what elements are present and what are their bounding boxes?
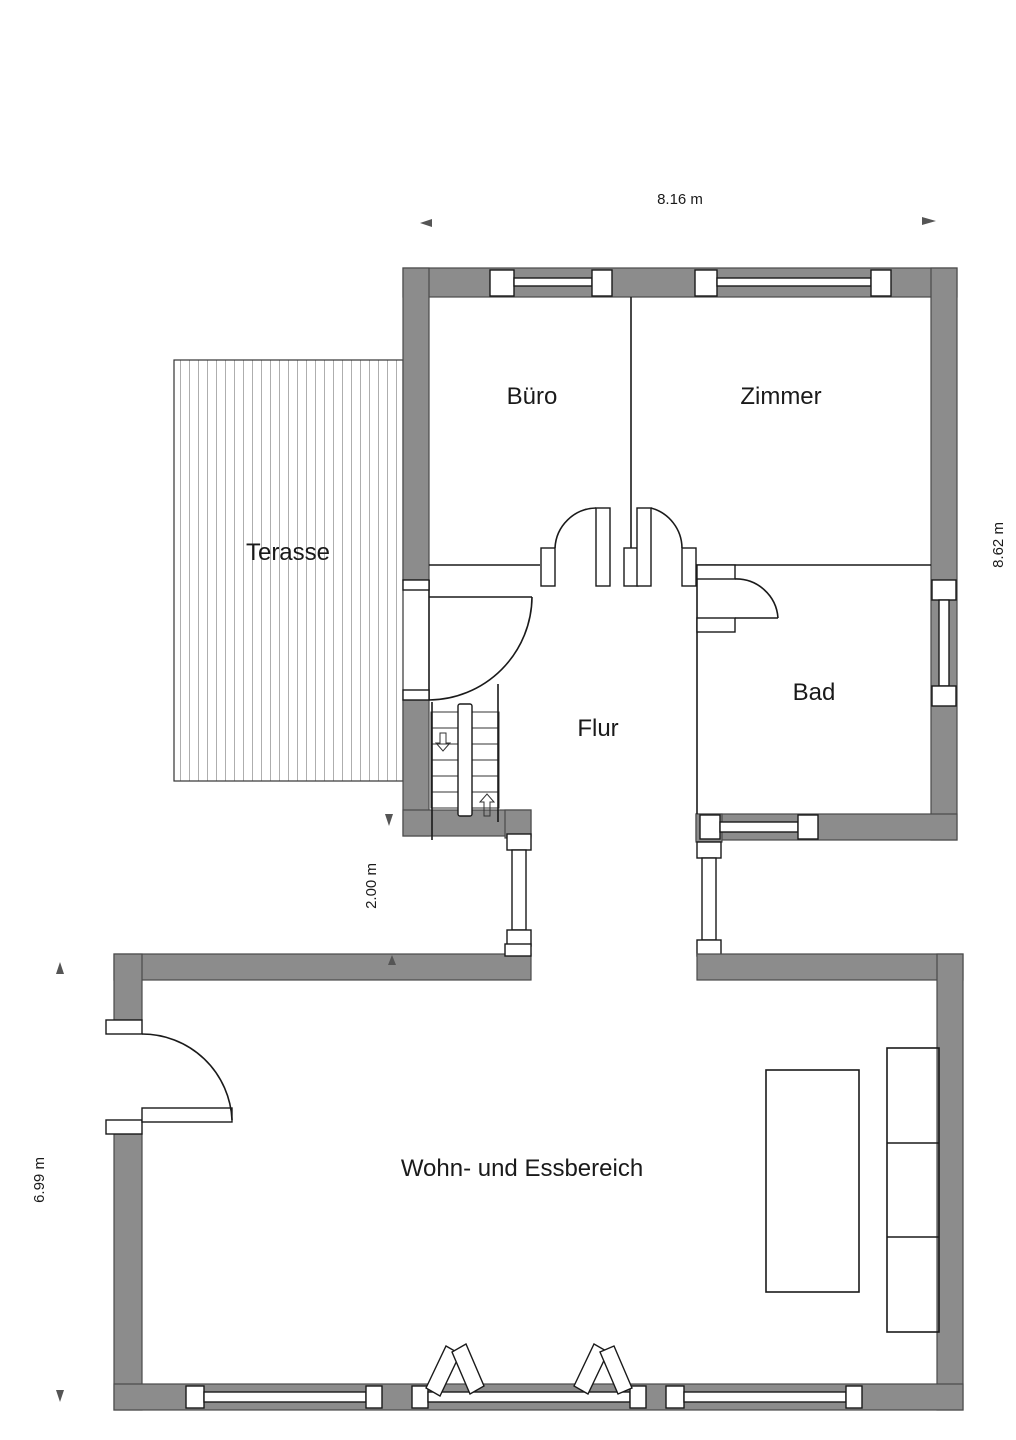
door-stubs (402, 507, 779, 701)
passage-windows (506, 833, 722, 957)
dimension-right-height: 8.62 m (990, 522, 1007, 568)
stair-up-arrow-icon (478, 793, 496, 817)
room-label-bad: Bad (793, 679, 836, 706)
dim-arrow-down-left-icon (56, 1390, 64, 1402)
dim-arrow-down-icon (385, 814, 393, 826)
dining-table (765, 1069, 860, 1293)
dim-arrow-left-icon (420, 219, 432, 227)
lower-windows (185, 1343, 863, 1409)
terrace-deck (173, 359, 404, 782)
lower-walls (113, 943, 964, 1411)
upper-left-wall (402, 267, 430, 581)
room-label-zimmer: Zimmer (740, 383, 821, 410)
dim-arrow-up-icon (388, 955, 396, 965)
stair-down-arrow-icon (434, 732, 452, 752)
room-label-buero: Büro (507, 383, 558, 410)
dim-arrow-right-icon (922, 217, 936, 225)
staircase (430, 684, 500, 840)
dimension-top-width: 8.16 m (657, 191, 703, 208)
entrance-door (105, 1019, 233, 1135)
dimension-passage-length: 2.00 m (363, 863, 380, 909)
room-label-wohnbereich: Wohn- und Essbereich (401, 1155, 643, 1182)
upper-windows (489, 269, 957, 840)
upper-walls (402, 267, 958, 843)
dimension-left-height: 6.99 m (31, 1157, 48, 1203)
partitions (428, 297, 931, 814)
dim-arrow-up-left-icon (56, 962, 64, 974)
room-label-terasse: Terasse (246, 539, 330, 566)
upper-right-wall (930, 267, 958, 841)
room-label-flur: Flur (577, 715, 618, 742)
sofa (886, 1047, 940, 1333)
